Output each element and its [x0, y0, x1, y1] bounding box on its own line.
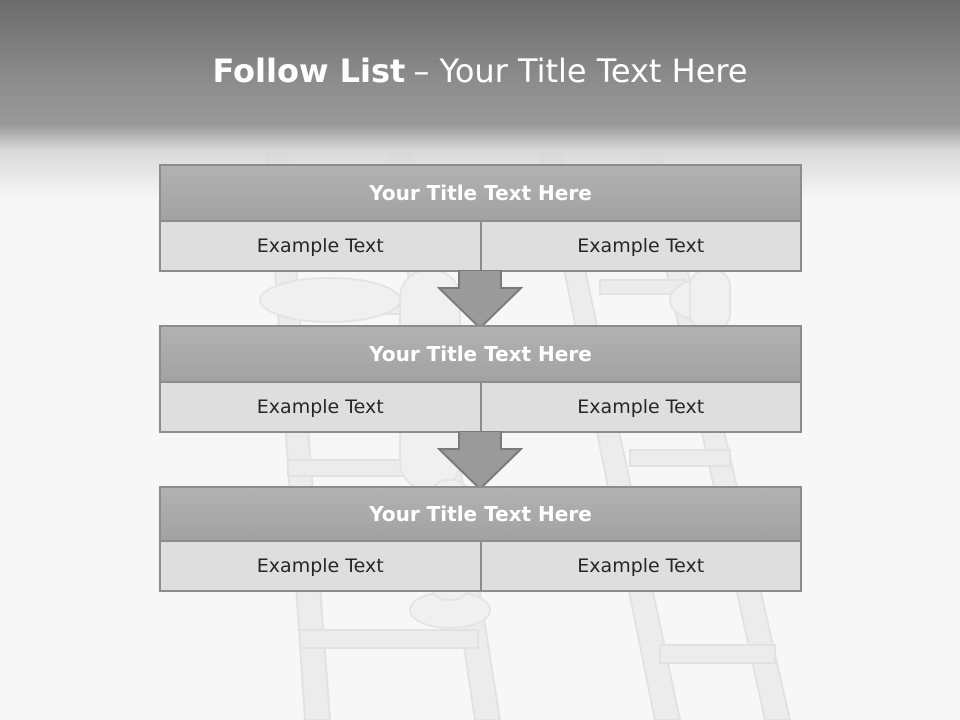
step-block-1: Your Title Text Here Example Text Exampl… [159, 164, 802, 272]
step-cell-left: Example Text [159, 383, 482, 433]
step-row: Example Text Example Text [159, 542, 802, 592]
step-title: Your Title Text Here [159, 325, 802, 383]
down-arrow-icon [437, 431, 523, 491]
step-row: Example Text Example Text [159, 222, 802, 272]
step-cell-right: Example Text [479, 542, 802, 592]
step-block-3: Your Title Text Here Example Text Exampl… [159, 486, 802, 592]
step-block-2: Your Title Text Here Example Text Exampl… [159, 325, 802, 433]
step-cell-right: Example Text [479, 222, 802, 272]
slide-title-rest: – Your Title Text Here [413, 52, 748, 90]
slide-title: Follow List– Your Title Text Here [0, 52, 960, 90]
step-cell-left: Example Text [159, 222, 482, 272]
slide-title-bold: Follow List [212, 52, 406, 90]
step-cell-right: Example Text [479, 383, 802, 433]
step-row: Example Text Example Text [159, 383, 802, 433]
step-title: Your Title Text Here [159, 486, 802, 542]
step-cell-left: Example Text [159, 542, 482, 592]
down-arrow-icon [437, 270, 523, 330]
step-title: Your Title Text Here [159, 164, 802, 222]
